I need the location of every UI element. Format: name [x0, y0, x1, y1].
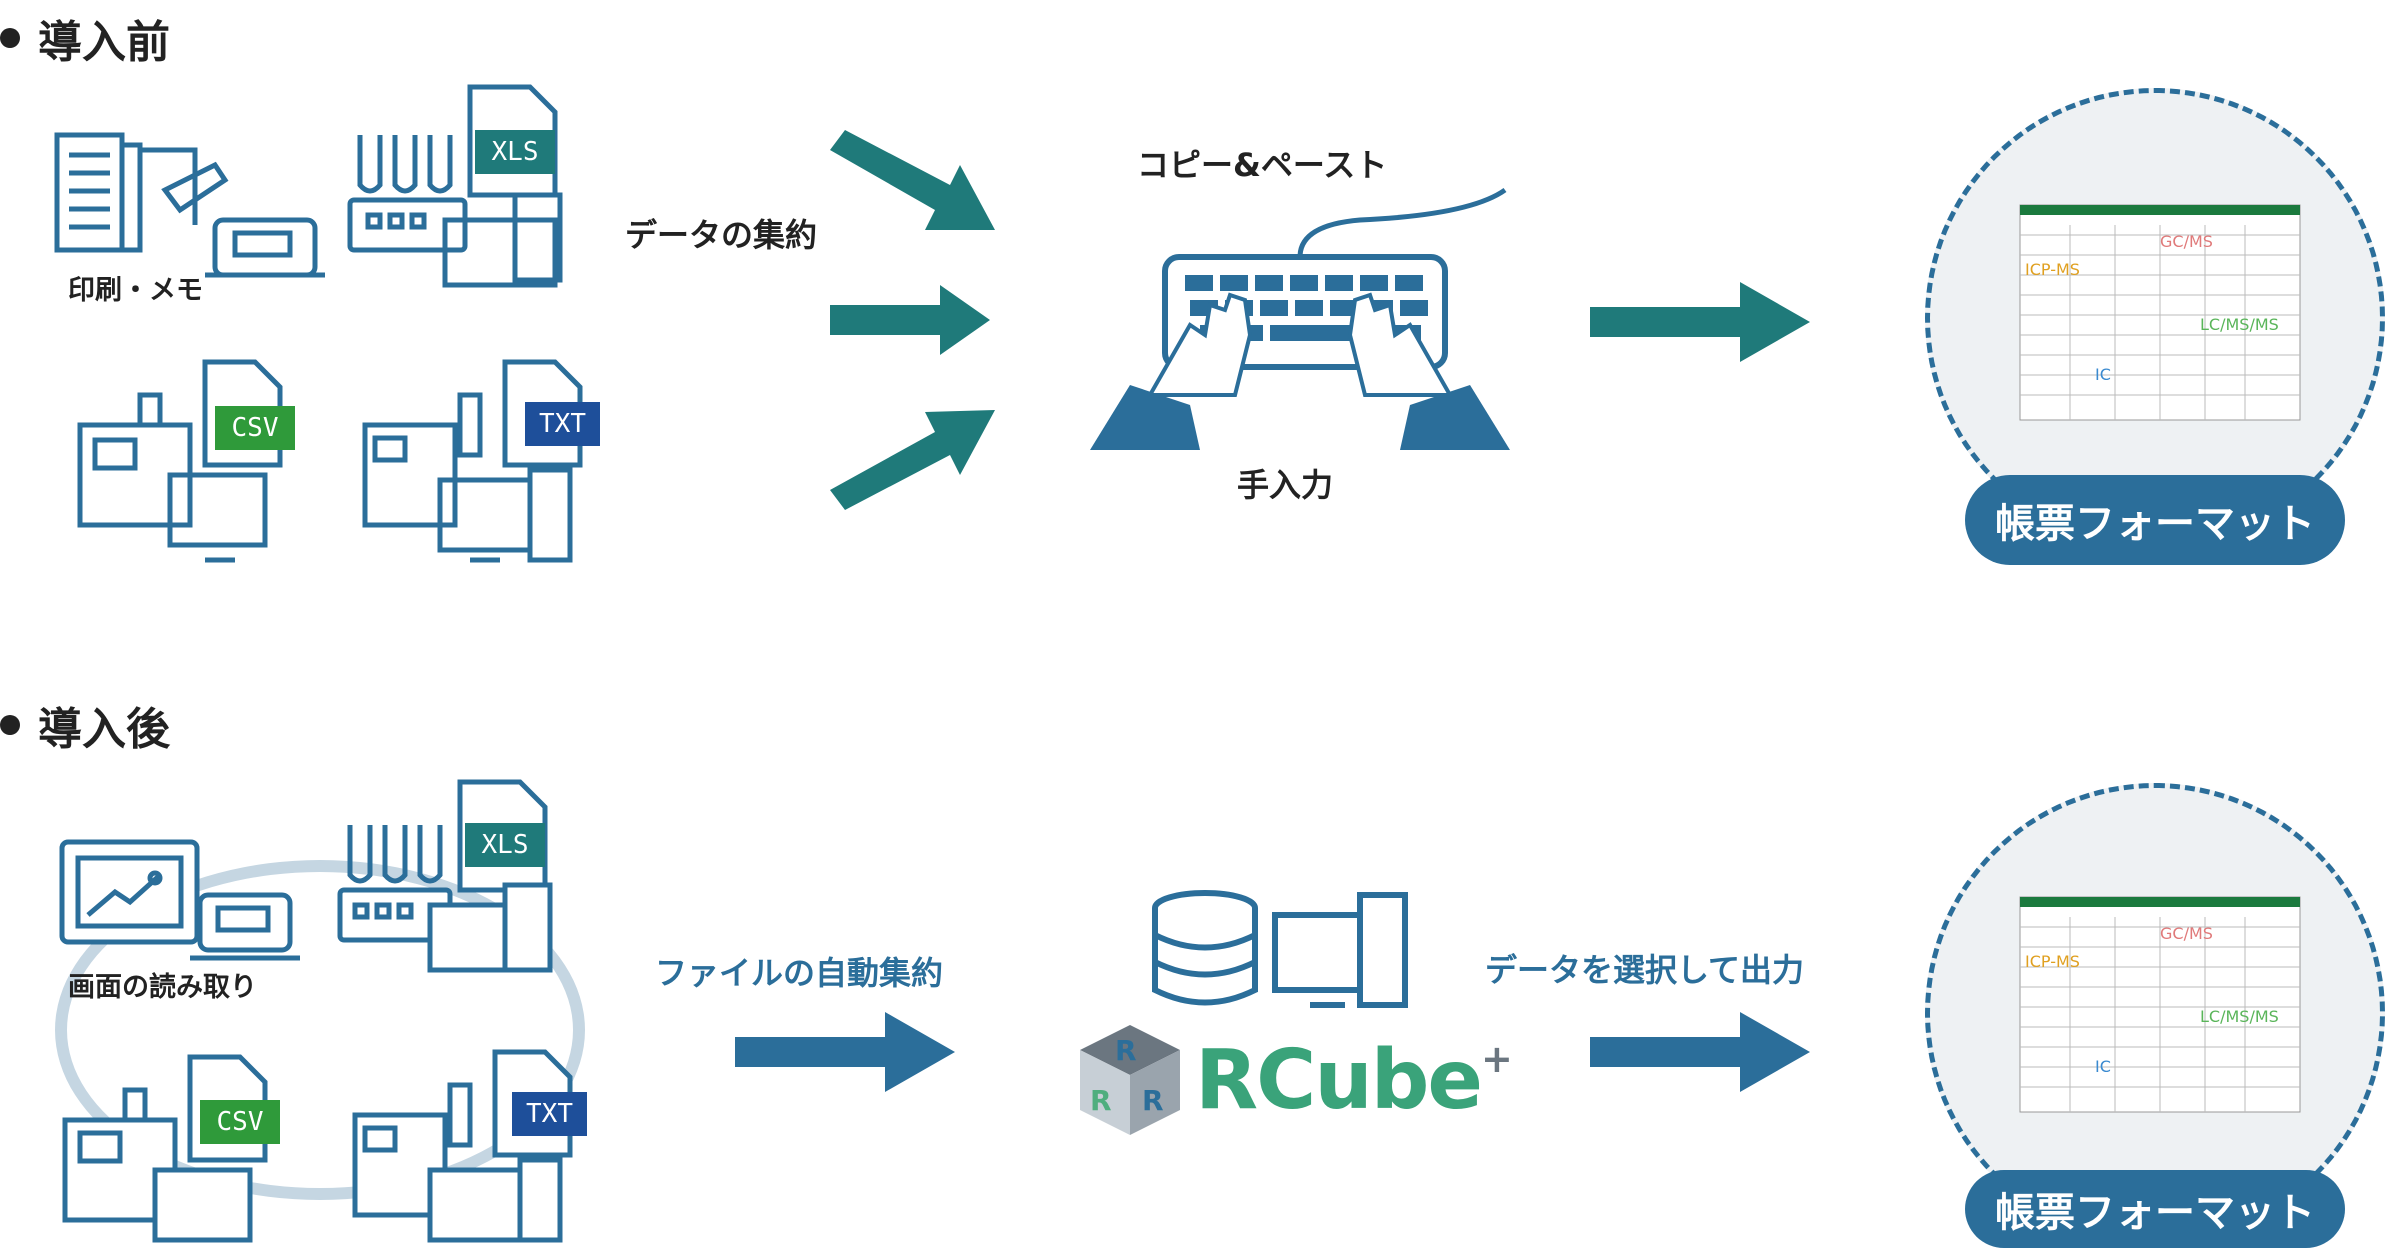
txt-instrument-icon — [362, 359, 583, 563]
rcube-plus: + — [1481, 1037, 1513, 1081]
thumb-label-ic-after: IC — [2095, 1057, 2111, 1076]
arrow-right — [830, 285, 990, 355]
keyboard-hands-icon — [1090, 187, 1510, 450]
report-format-pill-after: 帳票フォーマット — [1965, 1170, 2345, 1248]
arrow-to-rcube — [735, 1012, 955, 1092]
thumb-label-gcms-after: GC/MS — [2160, 924, 2213, 943]
server-monitor-icon — [1152, 890, 1408, 1008]
screen-read-label: 画面の読み取り — [68, 972, 257, 1003]
bullet-dot — [0, 28, 20, 48]
svg-text:R: R — [1142, 1084, 1164, 1117]
txt-instrument-icon-after — [352, 1049, 573, 1243]
xls-badge-after: XLS — [465, 823, 545, 867]
csv-badge-after: CSV — [200, 1100, 280, 1144]
screen-reading-icon — [59, 839, 300, 961]
thumb-label-lcmsms-after: LC/MS/MS — [2200, 1007, 2279, 1026]
section-title-before-text: 導入前 — [38, 17, 170, 68]
manual-input-label: 手入力 — [1237, 466, 1334, 504]
auto-collect-label: ファイルの自動集約 — [655, 954, 944, 992]
report-thumbnail-before: GC/MS ICP-MS LC/MS/MS IC — [2019, 204, 2301, 421]
csv-instrument-icon-after — [62, 1054, 268, 1243]
copy-paste-label: コピー&ペースト — [1137, 146, 1388, 184]
lab-instrument-icon — [347, 84, 563, 288]
report-format-pill-before: 帳票フォーマット — [1965, 475, 2345, 565]
collect-arrows — [830, 130, 995, 510]
thumb-label-icpms: ICP-MS — [2025, 260, 2080, 279]
bullet-dot — [0, 715, 20, 735]
thumb-label-icpms-after: ICP-MS — [2025, 952, 2080, 971]
arrow-to-report-after — [1590, 1012, 1810, 1092]
section-title-after-text: 導入後 — [38, 704, 170, 755]
arrow-to-report-before — [1590, 282, 1810, 362]
paper-memo-scale-icon — [54, 132, 325, 278]
rcube-logo-icon: R R R — [1080, 1025, 1180, 1135]
section-title-before: 導入前 — [0, 6, 170, 70]
svg-text:R: R — [1115, 1034, 1137, 1067]
rcube-name: RCube — [1195, 1033, 1483, 1128]
collect-data-label: データの集約 — [625, 216, 818, 254]
csv-instrument-icon — [77, 359, 283, 563]
report-thumbnail-after: GC/MS ICP-MS LC/MS/MS IC — [2019, 896, 2301, 1113]
thumb-label-gcms: GC/MS — [2160, 232, 2213, 251]
rcube-logo-text: RCube+ — [1195, 1037, 1513, 1122]
xls-badge: XLS — [475, 130, 555, 174]
txt-badge-after: TXT — [512, 1092, 587, 1136]
lab-instrument-icon-after — [337, 779, 553, 973]
arrow-down-right — [830, 130, 995, 230]
arrow-up-right — [830, 410, 995, 510]
section-title-after: 導入後 — [0, 693, 170, 757]
thumb-label-lcmsms: LC/MS/MS — [2200, 315, 2279, 334]
thumb-label-ic: IC — [2095, 365, 2111, 384]
print-memo-label: 印刷・メモ — [68, 275, 203, 306]
csv-badge: CSV — [215, 406, 295, 450]
txt-badge: TXT — [525, 402, 600, 446]
svg-text:R: R — [1090, 1084, 1112, 1117]
select-output-label: データを選択して出力 — [1485, 951, 1805, 989]
